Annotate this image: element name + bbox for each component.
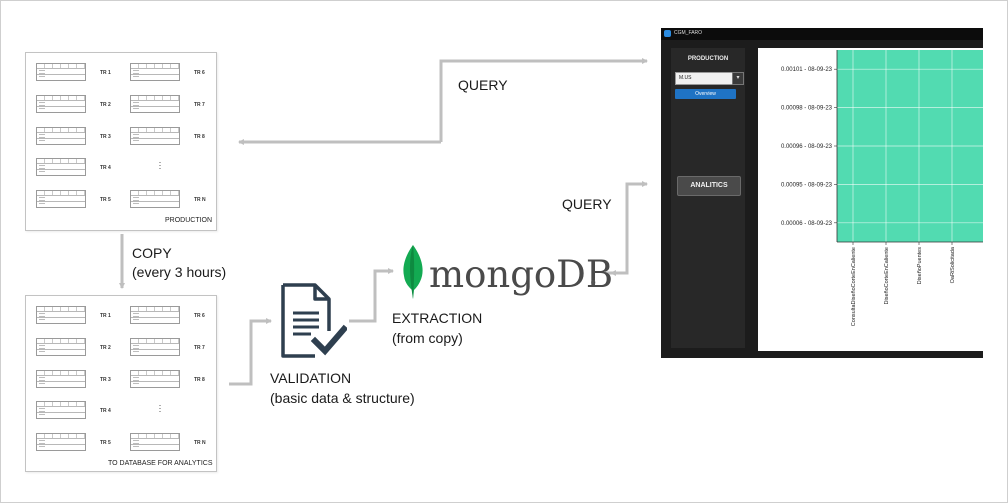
table-label: TR 5	[100, 197, 111, 203]
analytics-database: TR 1 TR 2 TR 3 TR 4 TR 5 TR 6 TR 7 TR 8 …	[25, 295, 217, 472]
app-window-title: CGM_FARO	[674, 30, 703, 36]
chevron-down-icon[interactable]: ▾	[732, 72, 744, 85]
copy-frequency-label: (every 3 hours)	[132, 264, 227, 280]
app-title-bar: CGM_FARO	[661, 28, 983, 40]
table-icon	[130, 306, 180, 324]
table-icon	[130, 127, 180, 145]
table-icon	[130, 338, 180, 356]
table-label: TR N	[194, 197, 206, 203]
app-sidebar: PRODUCTION M.US ▾ Overview ANALITICS	[671, 48, 745, 348]
analytics-button[interactable]: ANALITICS	[677, 176, 741, 196]
table-icon	[130, 433, 180, 451]
table-label: TR 1	[100, 70, 111, 76]
y-tick-label: 0.00006 - 08-09-23	[781, 221, 833, 227]
table-icon	[130, 95, 180, 113]
table-label: TR 3	[100, 377, 111, 383]
overview-button[interactable]: Overview	[675, 89, 736, 99]
ellipsis-vertical-icon: ···	[158, 157, 162, 173]
x-tick-label: OaRiSolicitada	[950, 246, 956, 283]
table-icon	[36, 306, 86, 324]
table-label: TR 2	[100, 345, 111, 351]
extraction-label: EXTRACTION	[392, 310, 483, 326]
table-label: TR 4	[100, 408, 111, 414]
arrow-to-mongodb	[349, 268, 394, 323]
x-tick-label: ConsultaDiseñoCorteEnCaliente	[851, 247, 857, 326]
production-caption: PRODUCTION	[165, 217, 213, 224]
table-label: TR 6	[194, 70, 205, 76]
analytics-app-window: CGM_FARO PRODUCTION M.US ▾ Overview ANAL…	[661, 28, 983, 358]
mongodb-leaf-icon	[403, 245, 423, 299]
arrow-to-validation	[229, 318, 272, 386]
table-label: TR 7	[194, 102, 205, 108]
mongodb-wordmark: mongoDB	[429, 253, 614, 296]
table-icon	[36, 433, 86, 451]
heatmap-chart: 0.00101 - 08-09-23 0.00098 - 08-09-23 0.00…	[781, 50, 983, 326]
production-database: TR 1 TR 2 TR 3 TR 4 TR 5 TR 6 TR 7 TR 8 …	[25, 52, 217, 231]
x-tick-label: DiseñoCorteEnCaliente	[884, 247, 890, 304]
table-label: TR 6	[194, 313, 205, 319]
sidebar-title: PRODUCTION	[687, 56, 729, 62]
table-label: TR 3	[100, 134, 111, 140]
x-tick-label: DiseñoPuentes	[917, 247, 923, 285]
analytics-caption: TO DATABASE FOR ANALYTICS	[108, 460, 213, 467]
table-icon	[36, 190, 86, 208]
y-tick-label: 0.00101 - 08-09-23	[781, 67, 833, 73]
query-label-mid: QUERY	[562, 196, 612, 212]
query-label-top: QUERY	[458, 77, 508, 93]
table-icon	[36, 338, 86, 356]
table-icon	[130, 190, 180, 208]
validation-label: VALIDATION	[270, 370, 352, 386]
table-icon	[36, 127, 86, 145]
y-tick-label: 0.00096 - 08-09-23	[781, 144, 833, 150]
validation-description: (basic data & structure)	[270, 390, 415, 406]
extraction-description: (from copy)	[392, 330, 463, 346]
heatmap-chart-panel: 0.00101 - 08-09-23 0.00098 - 08-09-23 0.00…	[758, 48, 983, 351]
table-label: TR 1	[100, 313, 111, 319]
table-label: TR 5	[100, 440, 111, 446]
table-label: TR 7	[194, 345, 205, 351]
table-icon	[36, 401, 86, 419]
table-label: TR 8	[194, 377, 205, 383]
y-tick-label: 0.00095 - 08-09-23	[781, 182, 833, 188]
y-tick-label: 0.00098 - 08-09-23	[781, 106, 833, 112]
table-icon	[130, 63, 180, 81]
table-icon	[36, 370, 86, 388]
mongodb-registered-mark: ®	[591, 281, 596, 287]
table-label: TR 4	[100, 165, 111, 171]
table-label: TR 8	[194, 134, 205, 140]
plant-select[interactable]: M.US	[675, 72, 733, 85]
table-icon	[36, 63, 86, 81]
table-icon	[36, 95, 86, 113]
table-icon	[130, 370, 180, 388]
app-logo-icon	[664, 30, 671, 37]
table-label: TR 2	[100, 102, 111, 108]
copy-label: COPY	[132, 245, 172, 261]
document-check-icon	[281, 283, 347, 358]
table-icon	[36, 158, 86, 176]
ellipsis-vertical-icon: ···	[158, 400, 162, 416]
table-label: TR N	[194, 440, 206, 446]
arrow-query-to-app	[439, 58, 648, 142]
